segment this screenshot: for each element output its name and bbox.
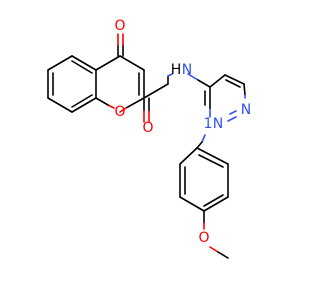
bond: [71, 94, 93, 108]
bond: [187, 73, 199, 81]
amide-nitrogen-label: N: [182, 62, 192, 78]
bond: [209, 246, 219, 253]
bond: [198, 154, 224, 168]
benzyl-ring: [179, 147, 229, 259]
bond: [125, 97, 145, 109]
methoxy-oxygen-label: O: [198, 230, 209, 246]
bond: [119, 55, 145, 71]
bond: [201, 134, 206, 143]
bond: [95, 97, 109, 106]
bond: [71, 60, 93, 74]
bond: [227, 116, 237, 122]
n1-locant-label: 1: [204, 116, 213, 132]
molecule-structure-svg: O O O O H N N N 1: [47, 18, 251, 259]
bond: [203, 196, 229, 212]
amide-hydrogen-label: H: [171, 62, 182, 78]
bond: [143, 83, 169, 99]
bond: [107, 104, 115, 109]
bond: [167, 73, 173, 77]
carbonyl-oxygen-label: O: [114, 18, 125, 34]
pyrazole-n1-label: N: [213, 116, 223, 132]
pyrazole-n2-label: N: [241, 102, 251, 118]
pyrazole-ring: [196, 74, 246, 149]
bond: [179, 147, 198, 165]
amide-linker: [143, 73, 211, 123]
bond: [119, 107, 127, 113]
benzo-ring: [47, 55, 97, 113]
molecule-structure-canvas: O O O O H N N N 1: [47, 18, 251, 259]
bond: [224, 74, 245, 85]
bond: [47, 55, 73, 71]
bond: [229, 110, 237, 115]
ring-oxygen-label: O: [114, 104, 125, 120]
bond: [196, 147, 229, 165]
bond: [71, 97, 97, 113]
bond: [203, 194, 224, 207]
bond: [197, 79, 211, 88]
pyranone-ring: [95, 33, 145, 113]
bond: [71, 55, 97, 71]
bond: [209, 74, 226, 88]
bond: [95, 55, 121, 71]
bond: [179, 196, 205, 212]
bond: [243, 83, 246, 96]
bond: [47, 97, 73, 113]
bond: [217, 251, 229, 259]
bond: [196, 141, 203, 149]
amide-oxygen-label: O: [142, 120, 153, 136]
bond: [225, 79, 241, 88]
atom-labels: O O O O H N N N 1: [114, 18, 251, 246]
